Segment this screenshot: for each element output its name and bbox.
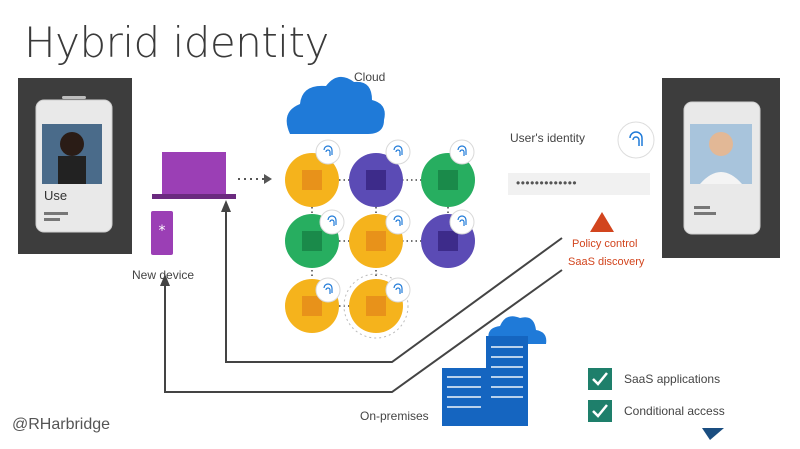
author-handle: @RHarbridge [12,416,111,433]
warning-icon [590,212,614,232]
left-user-panel [18,78,132,254]
cloud-label: Cloud [354,70,386,84]
app-cube-grid [285,139,475,339]
checklist-checkboxes [588,368,612,422]
laptop-to-cloud-arrow [238,174,272,184]
password-dots: ••••••••••••• [516,176,578,190]
corner-logo-fragment [702,428,724,440]
left-card-text: Use [44,188,68,203]
arrowhead-phone [160,274,170,286]
new-device-label: New device [132,268,195,282]
svg-text:*: * [159,223,166,239]
cloud-icon [286,76,385,134]
on-premises-label: On-premises [360,409,429,423]
password-box [508,173,650,195]
page-title: Hybrid identity [24,18,329,67]
checklist-item-conditional-access: Conditional access [624,404,725,418]
identity-fingerprint-icon [617,121,655,159]
arrowhead-laptop [221,200,231,212]
user-identity-label: User's identity [510,131,585,145]
laptop-icon [152,152,236,199]
connection-lines [164,212,563,393]
phone-icon: * [151,211,173,255]
on-premises-building-icon [442,316,547,426]
checklist-item-saas: SaaS applications [624,372,721,386]
right-user-panel [662,78,780,258]
policy-control-label: Policy control [572,238,638,250]
saas-discovery-label: SaaS discovery [568,256,645,268]
